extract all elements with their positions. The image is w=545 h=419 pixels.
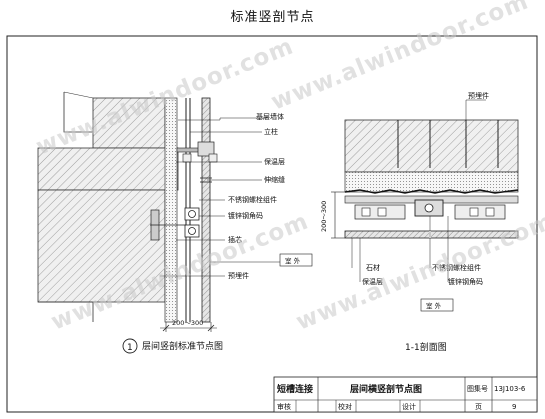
- label-insulation-right: 保温层: [362, 277, 383, 286]
- tb-page-no: 9: [512, 403, 516, 411]
- bolt-upper: [184, 207, 200, 221]
- left-vertical-section: [37, 91, 313, 332]
- label-galv-angle-right: 镀锌钢角码: [448, 277, 483, 286]
- label-ss-bolt-left: 不锈钢螺栓组件: [228, 195, 277, 204]
- label-insulation-left: 保温层: [264, 157, 285, 166]
- stone-panel: [201, 97, 211, 323]
- caption-left: 层间竖剖标准节点图: [142, 340, 223, 352]
- page-title: 标准竖剖节点: [230, 10, 315, 25]
- tb-atlas-label: 图集号: [467, 384, 488, 393]
- slab-right: [344, 119, 519, 173]
- label-ss-bolt-right: 不锈钢螺栓组件: [432, 263, 481, 272]
- label-embed-right: 预埋件: [468, 91, 489, 100]
- tb-category: 短槽连接: [277, 383, 313, 395]
- upper-wall: [92, 97, 166, 149]
- bolt-lower: [184, 224, 200, 238]
- stone-panel-right: [344, 230, 519, 239]
- upper-recess-outline: [63, 92, 93, 133]
- tb-drawing-name: 层间横竖剖节点图: [350, 383, 422, 395]
- label-core: 插芯: [228, 235, 242, 244]
- dimension-left: 200～300: [172, 319, 203, 327]
- watermark-2: www.alwindoor.com: [268, 0, 533, 116]
- lower-wall: [37, 189, 166, 303]
- label-base-wall: 基层墙体: [256, 112, 284, 121]
- label-column: 立柱: [264, 127, 278, 136]
- tb-check: 校对: [338, 402, 352, 411]
- floor-slab: [37, 147, 179, 191]
- drawing-frame: [6, 35, 538, 413]
- label-stone: 石材: [366, 263, 380, 272]
- label-embed-left: 预埋件: [228, 271, 249, 280]
- caption-right: 1-1剖面图: [405, 341, 447, 353]
- label-galv-angle-left: 镀锌钢角码: [228, 211, 263, 220]
- tb-atlas-no: 13J103-6: [494, 385, 526, 393]
- label-outdoor-left: 室 外: [285, 256, 301, 265]
- label-outdoor-right: 室 外: [426, 301, 442, 310]
- insulation-layer: [164, 97, 178, 323]
- label-expansion-joint: 伸缩缝: [264, 175, 285, 184]
- title-block: [273, 376, 538, 413]
- caption-number: 1: [127, 343, 133, 353]
- tb-page-label: 页: [475, 403, 482, 411]
- tb-review: 审核: [277, 402, 291, 411]
- right-cross-section: [331, 99, 519, 312]
- tb-design: 设计: [402, 402, 416, 411]
- watermark-4: www.alwindoor.com: [293, 208, 545, 335]
- dimension-right: 200～300: [320, 201, 328, 232]
